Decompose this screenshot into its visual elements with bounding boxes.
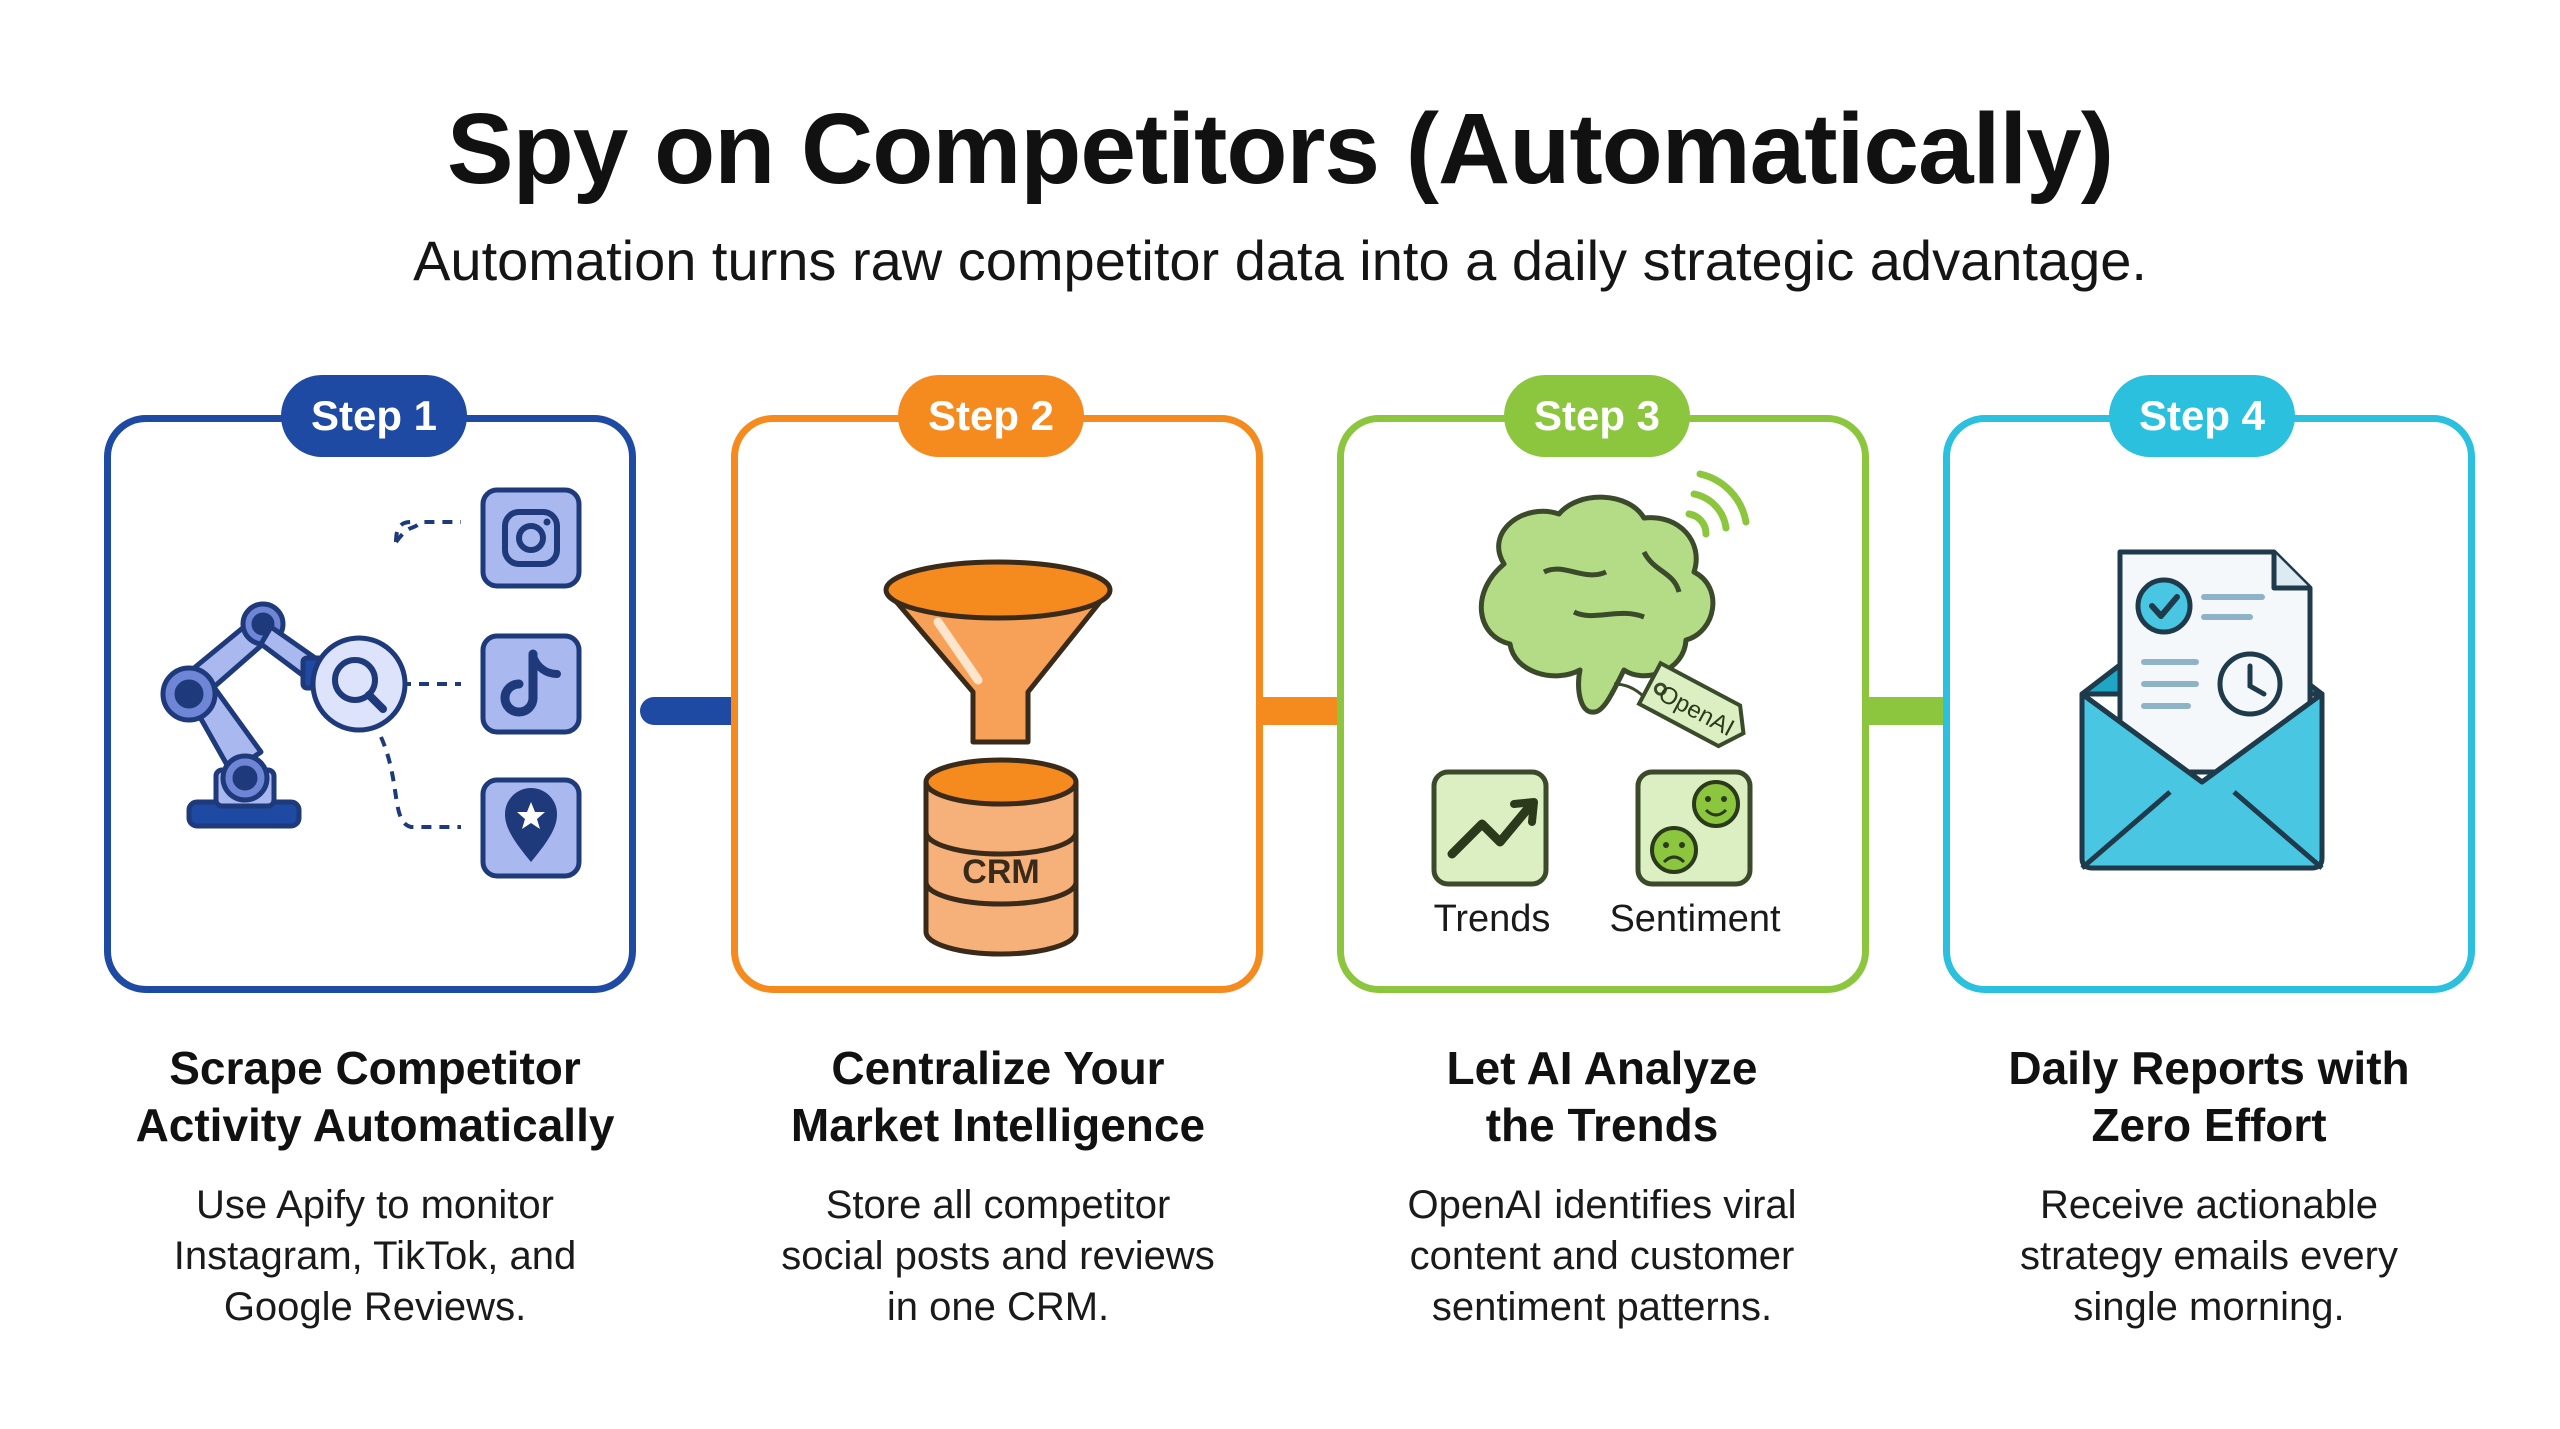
step-1-desc-line1: Use Apify to monitor: [196, 1183, 554, 1227]
magnifier-icon: [310, 635, 408, 733]
step-2-desc-line1: Store all competitor: [825, 1183, 1171, 1227]
check-circle-icon: [2135, 577, 2193, 635]
step-2-desc-line2: social posts and reviews: [781, 1234, 1215, 1278]
step-2-heading: Centralize Your Market Intelligence: [688, 1040, 1308, 1154]
step-3-heading-line1: Let AI Analyze: [1446, 1042, 1758, 1094]
clock-icon: [2217, 651, 2283, 717]
map-pin-star-icon: [480, 777, 582, 879]
step-2-description: Store all competitor social posts and re…: [698, 1180, 1298, 1333]
page-title: Spy on Competitors (Automatically): [446, 93, 2114, 205]
step-1-desc-line3: Google Reviews.: [223, 1285, 527, 1329]
database-label: CRM: [962, 853, 1039, 891]
step-3-desc-line3: sentiment patterns.: [1431, 1285, 1773, 1329]
step-4-badge: Step 4: [2109, 375, 2295, 457]
signal-icon: [1685, 470, 1750, 538]
step-3-heading: Let AI Analyze the Trends: [1292, 1040, 1912, 1154]
step-3-card: OpenAI: [1337, 415, 1869, 993]
step-4-heading-line2: Zero Effort: [2091, 1099, 2327, 1151]
step-1-heading-line1: Scrape Competitor: [169, 1042, 581, 1094]
step-2-card: CRM: [731, 415, 1263, 993]
sentiment-label: Sentiment: [1609, 898, 1781, 940]
tag-string: [1613, 682, 1646, 699]
step-4-description: Receive actionable strategy emails every…: [1909, 1180, 2509, 1333]
step-1-desc-line2: Instagram, TikTok, and: [173, 1234, 577, 1278]
step-1-illustration: [160, 487, 582, 879]
tiktok-icon: [480, 633, 582, 735]
step-1-heading: Scrape Competitor Activity Automatically: [65, 1040, 685, 1154]
instagram-icon: [480, 487, 582, 589]
step-4-desc-line1: Receive actionable: [2040, 1183, 2378, 1227]
page-subtitle: Automation turns raw competitor data int…: [413, 229, 2147, 292]
step-3-desc-line1: OpenAI identifies viral: [1407, 1183, 1797, 1227]
step-2-desc-line3: in one CRM.: [886, 1285, 1110, 1329]
report-lines: [2141, 594, 2265, 709]
robot-arm-icon: [160, 601, 332, 829]
brain-icon: [1478, 494, 1716, 715]
step-3-badge: Step 3: [1504, 375, 1690, 457]
step-3-description: OpenAI identifies viral content and cust…: [1302, 1180, 1902, 1333]
step-4-heading: Daily Reports with Zero Effort: [1899, 1040, 2519, 1154]
step-1-description: Use Apify to monitor Instagram, TikTok, …: [75, 1180, 675, 1333]
database-icon: CRM: [923, 757, 1079, 957]
step-1-heading-line2: Activity Automatically: [135, 1099, 615, 1151]
step-1-badge: Step 1: [281, 375, 467, 457]
step-4-desc-line2: strategy emails every: [2020, 1234, 2398, 1278]
tag-icon: OpenAI: [1636, 660, 1746, 749]
step-1-card: [104, 415, 636, 993]
envelope-report-icon: [2079, 549, 2325, 871]
step-2-heading-line1: Centralize Your: [831, 1042, 1165, 1094]
sentiment-faces-icon: [1635, 769, 1753, 887]
dashed-links: [379, 520, 461, 829]
funnel-icon: [883, 559, 1113, 745]
step-4-card: [1943, 415, 2475, 993]
step-4-illustration: [2079, 549, 2325, 871]
step-2-badge: Step 2: [898, 375, 1084, 457]
step-3-illustration: OpenAI: [1431, 470, 1753, 887]
step-3-desc-line2: content and customer: [1409, 1234, 1795, 1278]
step-2-heading-line2: Market Intelligence: [790, 1099, 1206, 1151]
trend-chart-icon: [1431, 769, 1549, 887]
step-2-illustration: CRM: [883, 559, 1113, 957]
step-4-desc-line3: single morning.: [2073, 1285, 2345, 1329]
step-4-heading-line1: Daily Reports with: [2008, 1042, 2410, 1094]
step-3-heading-line2: the Trends: [1485, 1099, 1719, 1151]
trends-label: Trends: [1433, 898, 1551, 940]
